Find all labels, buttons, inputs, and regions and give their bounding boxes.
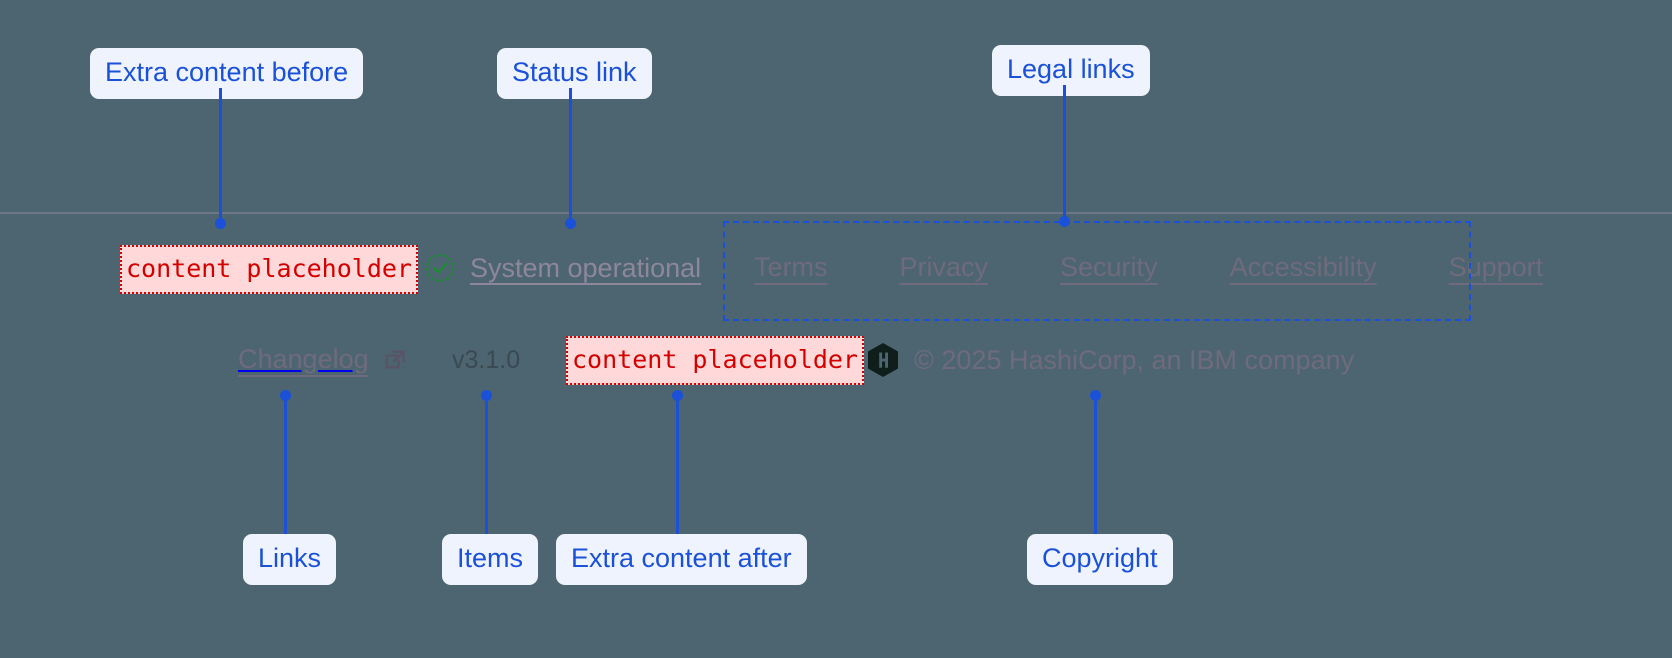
version-item: v3.1.0: [452, 346, 520, 375]
annotation-leader-items: [485, 396, 488, 534]
annotation-leader-extra-before: [219, 88, 222, 224]
annotation-leader-links: [284, 396, 287, 534]
annotation-anchor-extra-after: [672, 390, 683, 401]
check-circle-icon: [424, 252, 456, 284]
changelog-link[interactable]: Changelog: [238, 344, 408, 375]
extra-content-before-placeholder: content placeholder: [120, 245, 418, 294]
copyright-block: © 2025 HashiCorp, an IBM company: [868, 343, 1354, 377]
annotation-leader-copyright: [1094, 396, 1097, 534]
annotation-status-link: Status link: [497, 48, 652, 99]
annotation-anchor-items: [481, 390, 492, 401]
annotation-links: Links: [243, 534, 337, 585]
annotation-anchor-legal-links: [1059, 216, 1070, 227]
legal-link-terms[interactable]: Terms: [754, 252, 828, 282]
annotation-items: Items: [442, 534, 539, 585]
legal-link-privacy[interactable]: Privacy: [899, 252, 989, 282]
annotation-leader-status-link: [569, 88, 572, 224]
hashicorp-logo: [868, 343, 898, 377]
annotation-copyright: Copyright: [1027, 534, 1173, 585]
footer-top-divider: [0, 212, 1672, 214]
status-link[interactable]: System operational: [424, 252, 701, 284]
annotation-leader-extra-after: [676, 396, 679, 534]
annotation-extra-content-after: Extra content after: [556, 534, 807, 585]
annotation-leader-legal-links: [1063, 85, 1066, 223]
extra-content-after-placeholder: content placeholder: [566, 336, 864, 385]
legal-link-accessibility[interactable]: Accessibility: [1229, 252, 1377, 282]
footer-extra-before: content placeholder: [120, 245, 418, 294]
status-link-label: System operational: [470, 252, 702, 283]
footer-extra-after: content placeholder: [566, 336, 864, 385]
copyright-text: © 2025 HashiCorp, an IBM company: [914, 344, 1355, 375]
legal-link-support[interactable]: Support: [1448, 252, 1544, 282]
annotation-anchor-extra-before: [215, 218, 226, 229]
legal-link-security[interactable]: Security: [1060, 252, 1158, 282]
version-label: v3.1.0: [452, 346, 521, 374]
external-link-icon: [381, 346, 408, 373]
annotation-extra-content-before: Extra content before: [90, 48, 364, 99]
legal-links-nav: Terms Privacy Security Accessibility Sup…: [736, 252, 1561, 283]
annotation-anchor-links: [280, 390, 291, 401]
annotation-anchor-copyright: [1090, 390, 1101, 401]
annotation-anchor-status-link: [565, 218, 576, 229]
annotation-legal-links: Legal links: [992, 45, 1150, 96]
changelog-label: Changelog: [238, 344, 369, 374]
